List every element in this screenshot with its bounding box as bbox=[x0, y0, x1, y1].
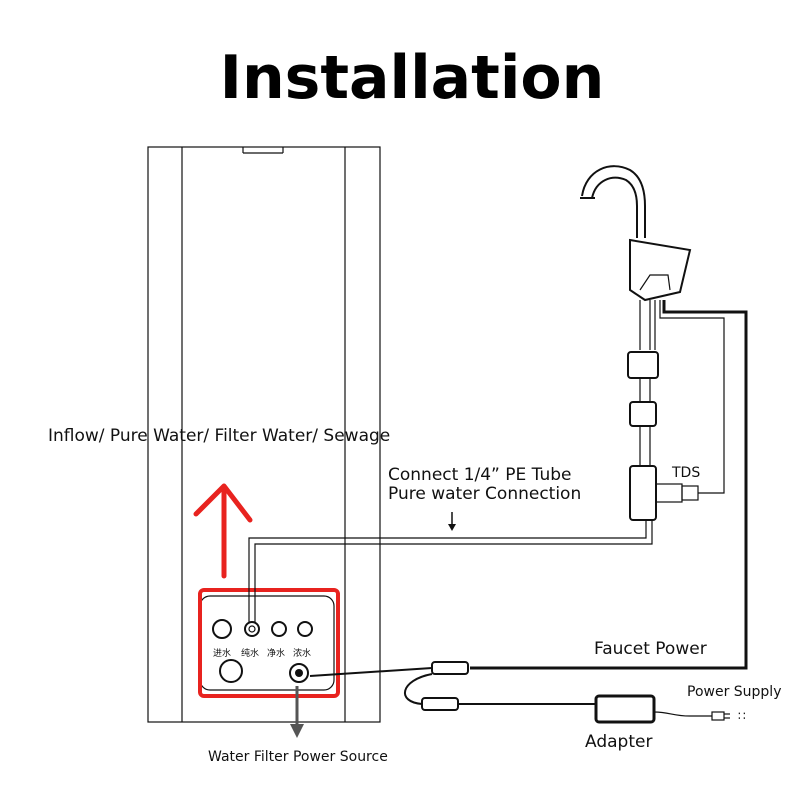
faucet-power-label: Faucet Power bbox=[594, 639, 707, 659]
page-title: Installation bbox=[220, 43, 605, 113]
pure-water-port[interactable] bbox=[244, 621, 260, 637]
port-panel: 进水 纯水 净水 浓水 bbox=[199, 595, 335, 691]
water-filter-unit bbox=[147, 146, 381, 723]
adapter-box bbox=[594, 694, 656, 724]
tds-label: TDS bbox=[671, 465, 700, 481]
adapter-label: Adapter bbox=[585, 732, 652, 752]
power-button[interactable] bbox=[219, 659, 243, 683]
tube-pointer-arrow bbox=[448, 512, 456, 531]
plug-icon: ∷ bbox=[711, 709, 746, 723]
connector-fitting-middle bbox=[629, 401, 657, 427]
power-socket[interactable] bbox=[289, 663, 309, 683]
port-highlight-box bbox=[198, 588, 340, 698]
faucet-power-wire bbox=[470, 300, 748, 670]
faucet-icon bbox=[580, 165, 699, 521]
tube-label-line1: Connect 1/4” PE Tube bbox=[388, 465, 572, 485]
inflow-port[interactable] bbox=[212, 619, 232, 639]
ports-caption: Inflow/ Pure Water/ Filter Water/ Sewage bbox=[48, 426, 390, 446]
port-label-pure-water: 纯水 bbox=[241, 647, 259, 659]
tee-fitting bbox=[629, 465, 657, 521]
pe-tube bbox=[248, 520, 653, 622]
red-up-arrow-icon bbox=[193, 483, 253, 579]
svg-text:∷: ∷ bbox=[738, 709, 746, 723]
tds-probe bbox=[655, 483, 683, 503]
filter-water-port[interactable] bbox=[271, 621, 287, 637]
wire-connector bbox=[431, 661, 469, 675]
filter-power-wire bbox=[309, 667, 433, 677]
port-label-inflow: 进水 bbox=[213, 647, 231, 659]
filter-power-source-label: Water Filter Power Source bbox=[208, 749, 388, 765]
connector-fitting-top bbox=[627, 351, 659, 379]
sewage-port[interactable] bbox=[297, 621, 313, 637]
gray-down-arrow-icon bbox=[290, 686, 304, 738]
tube-label-line2: Pure water Connection bbox=[388, 484, 581, 504]
port-label-sewage: 浓水 bbox=[293, 647, 311, 659]
power-supply-label: Power Supply bbox=[687, 684, 782, 700]
tds-wire bbox=[659, 300, 725, 494]
port-label-filter-water: 净水 bbox=[267, 647, 285, 659]
